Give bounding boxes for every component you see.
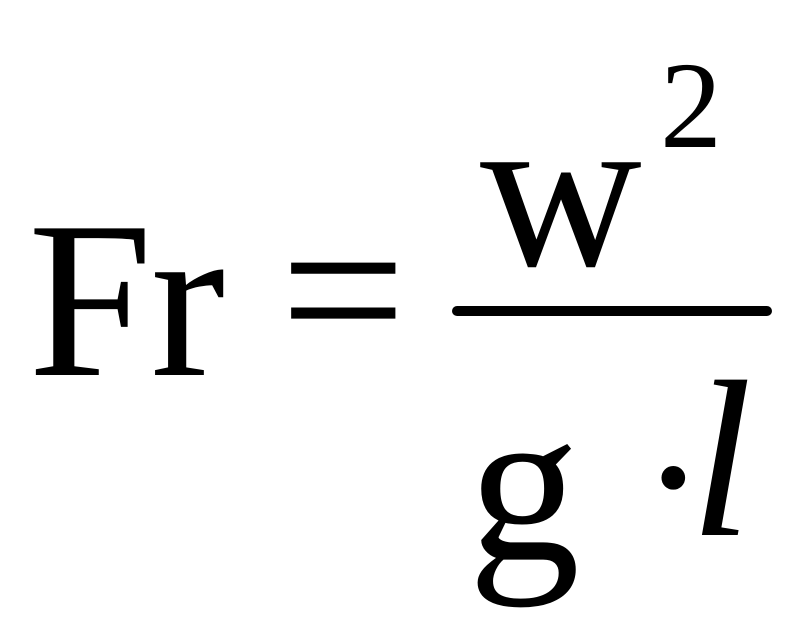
denominator-g: g <box>468 360 580 608</box>
formula-lhs: Fr <box>28 176 225 424</box>
numerator-exponent: 2 <box>660 37 722 174</box>
equals-sign: = <box>280 166 407 414</box>
multiplication-dot: · <box>640 367 707 588</box>
numerator-base: w <box>480 66 642 314</box>
fraction-bar <box>452 306 772 316</box>
denominator-l: l <box>690 336 753 584</box>
